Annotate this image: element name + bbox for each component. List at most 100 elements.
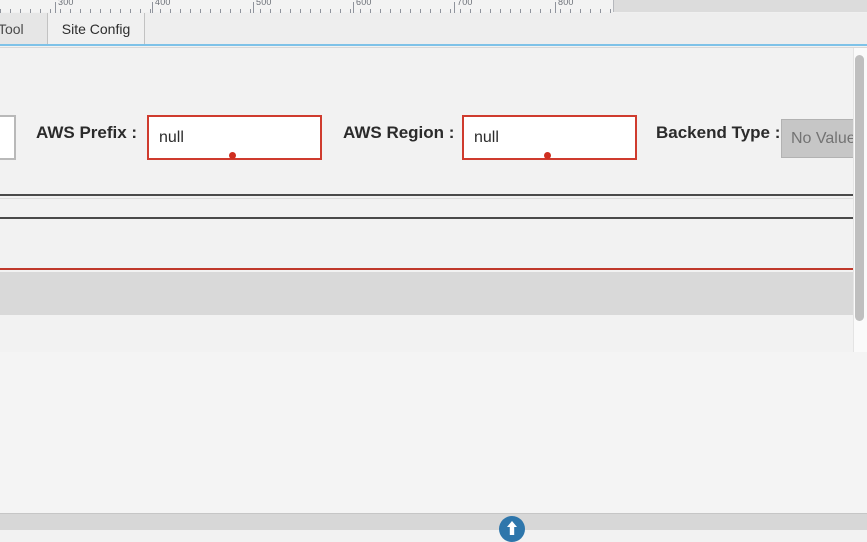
section-divider-top xyxy=(0,194,853,196)
ruler-tick-minor xyxy=(100,9,101,13)
ruler-tick-minor xyxy=(460,9,461,13)
section-divider-hair xyxy=(0,198,853,199)
vertical-scrollbar[interactable] xyxy=(853,48,867,352)
page-background-area xyxy=(0,352,867,530)
ruler-tick-minor xyxy=(10,9,11,13)
ruler-tick-major xyxy=(353,2,354,13)
ruler-tick-minor xyxy=(240,9,241,13)
config-form-row: AWS Prefix : null AWS Region : null Back… xyxy=(0,106,867,178)
ruler-tick-minor xyxy=(280,9,281,13)
ruler-tick-minor xyxy=(210,9,211,13)
tab-bar-filler xyxy=(145,13,867,44)
site-config-panel: AWS Prefix : null AWS Region : null Back… xyxy=(0,47,867,352)
ruler-tick-minor xyxy=(540,9,541,13)
bottom-status-strip xyxy=(0,513,867,530)
ruler-tick-minor xyxy=(550,9,551,13)
ruler-tick-minor xyxy=(80,9,81,13)
aws-region-error-dot xyxy=(544,152,551,159)
ruler-tick-major xyxy=(55,2,56,13)
aws-prefix-value: null xyxy=(159,128,184,146)
ruler-tick-minor xyxy=(590,9,591,13)
ruler-tick-minor xyxy=(20,9,21,13)
ruler-active-region xyxy=(0,0,614,12)
aws-region-value: null xyxy=(474,128,499,146)
ruler-tick-minor xyxy=(370,9,371,13)
ruler-tick-minor xyxy=(0,9,1,13)
ruler-label: 700 xyxy=(457,0,473,7)
ruler-tick-minor xyxy=(340,9,341,13)
ruler-label: 300 xyxy=(58,0,74,7)
ruler-tick-minor xyxy=(200,9,201,13)
ruler-tick-minor xyxy=(260,9,261,13)
ruler-label: 500 xyxy=(256,0,272,7)
left-partial-input[interactable] xyxy=(0,115,16,160)
ruler-tick-minor xyxy=(310,9,311,13)
ruler-tick-minor xyxy=(120,9,121,13)
ruler-tick-minor xyxy=(110,9,111,13)
ruler-tick-minor xyxy=(560,9,561,13)
ruler-tick-minor xyxy=(440,9,441,13)
ruler-tick-minor xyxy=(510,9,511,13)
ruler-tick-minor xyxy=(270,9,271,13)
ruler-tick-minor xyxy=(430,9,431,13)
ruler-tick-minor xyxy=(350,9,351,13)
ruler-tick-minor xyxy=(450,9,451,13)
ruler-tick-minor xyxy=(570,9,571,13)
ruler-tick-minor xyxy=(180,9,181,13)
ruler-tick-minor xyxy=(500,9,501,13)
ruler-tick-minor xyxy=(420,9,421,13)
ruler-tick-minor xyxy=(530,9,531,13)
ruler-tick-minor xyxy=(390,9,391,13)
ruler-tick-minor xyxy=(220,9,221,13)
ruler-tick-minor xyxy=(250,9,251,13)
ruler-tick-minor xyxy=(320,9,321,13)
ruler-label: 600 xyxy=(356,0,372,7)
ruler-tick-minor xyxy=(160,9,161,13)
ruler-tick-minor xyxy=(170,9,171,13)
ruler-tick-minor xyxy=(30,9,31,13)
ruler-tick-minor xyxy=(480,9,481,13)
section-divider-error xyxy=(0,268,853,270)
ruler-inactive-region xyxy=(614,0,867,12)
tab-query-tool[interactable]: y Tool xyxy=(0,13,48,44)
ruler-tick-minor xyxy=(470,9,471,13)
tab-label: Site Config xyxy=(61,20,131,37)
ruler-tick-minor xyxy=(230,9,231,13)
ruler-tick-minor xyxy=(490,9,491,13)
ruler-tick-minor xyxy=(380,9,381,13)
ruler-tick-minor xyxy=(40,9,41,13)
ruler-tick-minor xyxy=(520,9,521,13)
ruler-tick-minor xyxy=(190,9,191,13)
ruler-tick-minor xyxy=(90,9,91,13)
ruler-tick-minor xyxy=(580,9,581,13)
aws-prefix-error-dot xyxy=(229,152,236,159)
ruler-tick-major xyxy=(253,2,254,13)
ruler-tick-minor xyxy=(410,9,411,13)
section-divider-middle xyxy=(0,217,853,219)
tab-label: y Tool xyxy=(0,20,24,37)
info-circle-icon[interactable] xyxy=(499,516,525,542)
ruler-tick-minor xyxy=(70,9,71,13)
ruler-tick-minor xyxy=(400,9,401,13)
ruler-tick-minor xyxy=(610,9,611,13)
backend-type-select[interactable]: No Value xyxy=(781,119,867,158)
ruler-tick-minor xyxy=(60,9,61,13)
ruler-tick-major xyxy=(555,2,556,13)
ruler-tick-minor xyxy=(150,9,151,13)
tab-site-config[interactable]: Site Config xyxy=(48,13,145,44)
ruler-tick-minor xyxy=(330,9,331,13)
ruler-label: 800 xyxy=(558,0,574,7)
aws-prefix-label: AWS Prefix : xyxy=(36,123,138,142)
aws-region-label: AWS Region : xyxy=(343,123,455,142)
backend-type-value: No Value xyxy=(791,129,856,147)
ruler-tick-major xyxy=(454,2,455,13)
scrollbar-thumb[interactable] xyxy=(855,55,864,321)
ruler-tick-minor xyxy=(600,9,601,13)
input-band xyxy=(0,272,853,315)
ruler-tick-major xyxy=(152,2,153,13)
ruler-tick-minor xyxy=(360,9,361,13)
ruler-tick-minor xyxy=(290,9,291,13)
ruler-tick-minor xyxy=(140,9,141,13)
backend-type-label: Backend Type : xyxy=(656,123,781,142)
